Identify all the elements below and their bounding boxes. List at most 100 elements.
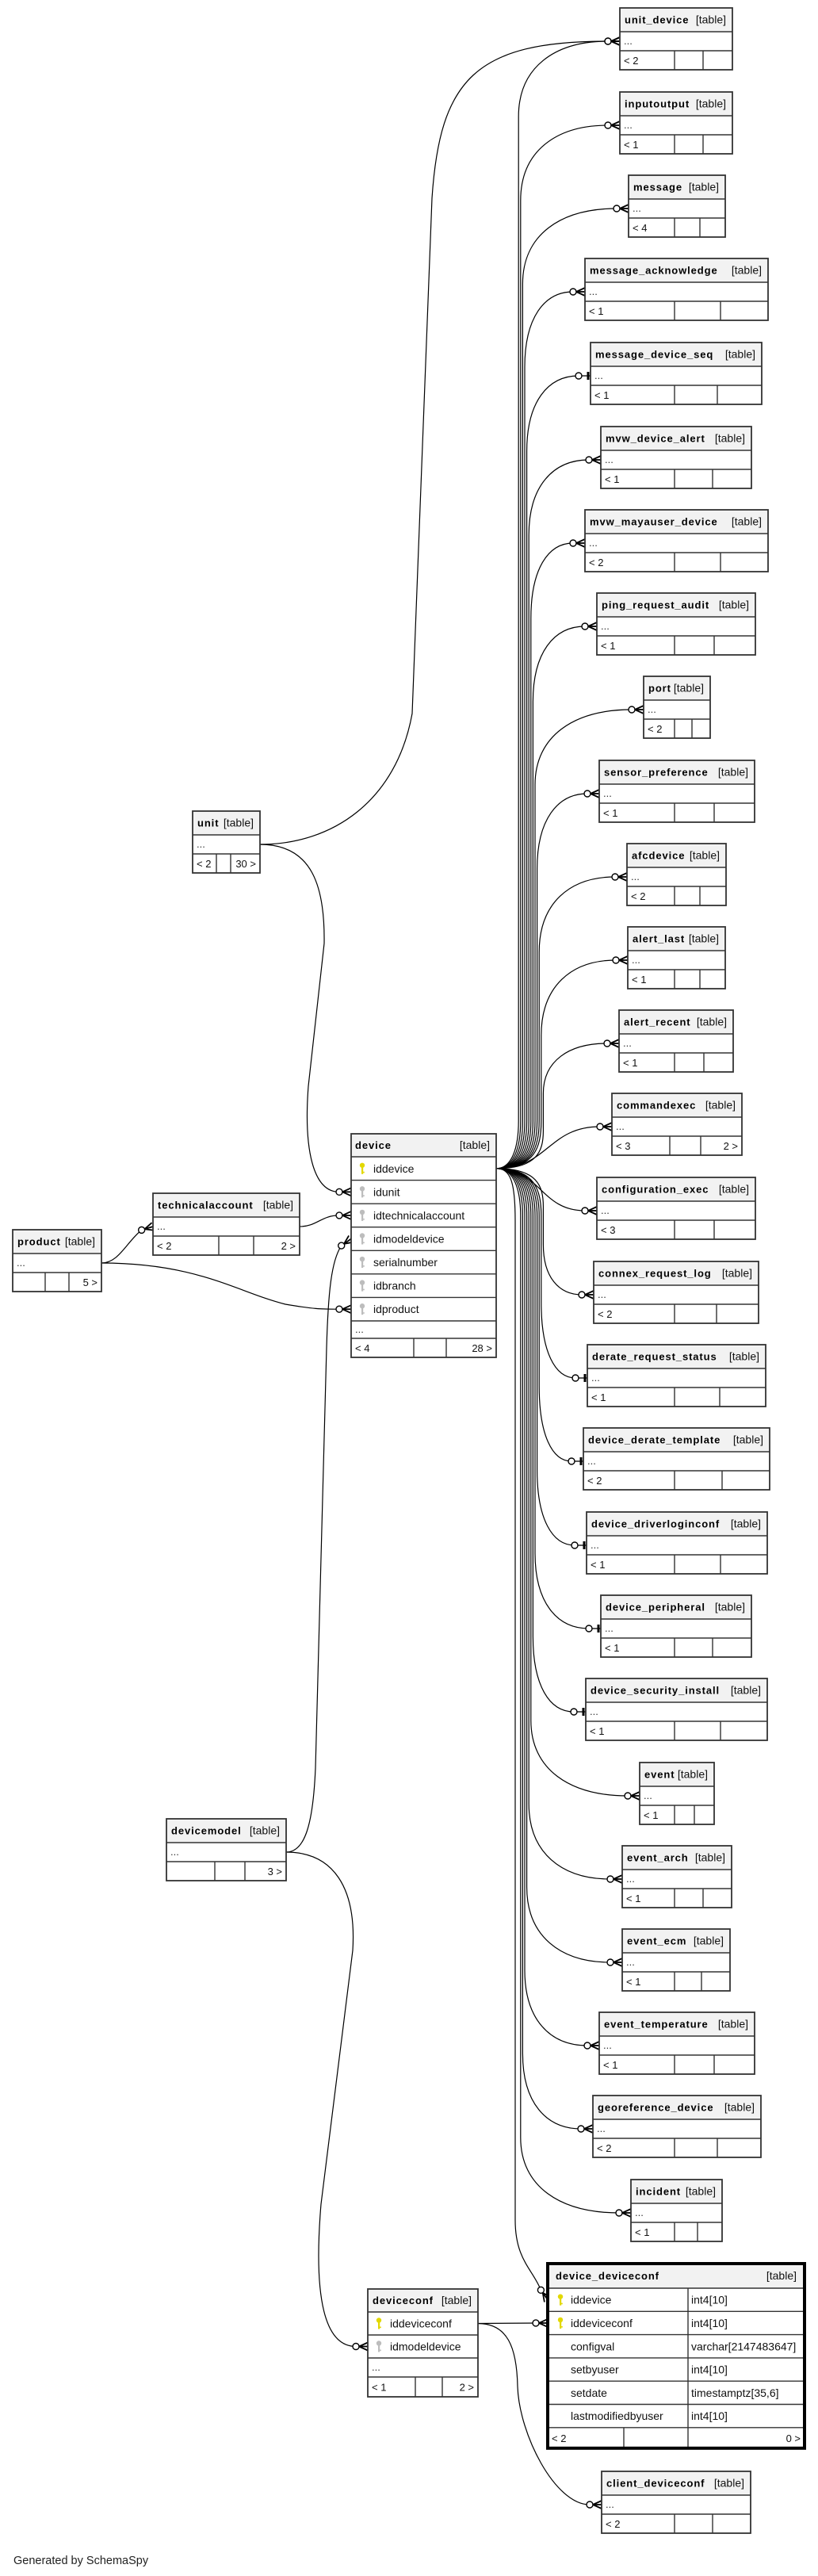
table-name[interactable]: mvw_device_alert [606, 433, 705, 445]
table-message_acknowledge[interactable]: message_acknowledge[table]...< 1 [584, 258, 769, 321]
table-configuration_exec[interactable]: configuration_exec[table]...< 3 [596, 1177, 756, 1240]
column-name[interactable]: setdate [571, 2387, 607, 2399]
table-name[interactable]: device_security_install [591, 1685, 720, 1697]
table-name[interactable]: product [17, 1236, 61, 1248]
column-name[interactable]: idmodeldevice [373, 1232, 445, 1245]
table-inputoutput[interactable]: inputoutput[table]...< 1 [619, 91, 733, 155]
table-unit_device[interactable]: unit_device[table]...< 2 [619, 7, 733, 71]
table-name[interactable]: device_deviceconf [556, 2270, 659, 2282]
column-name[interactable]: iddevice [373, 1162, 415, 1175]
table-name[interactable]: devicemodel [171, 1825, 242, 1837]
table-event_ecm[interactable]: event_ecm[table]...< 1 [621, 1928, 731, 1992]
table-alert_recent[interactable]: alert_recent[table]...< 1 [618, 1009, 734, 1073]
table-name[interactable]: derate_request_status [592, 1351, 717, 1363]
table-incident[interactable]: incident[table]...< 1 [630, 2179, 723, 2242]
column-row[interactable]: idmodeldevice [359, 1232, 445, 1245]
table-name[interactable]: message_device_seq [595, 349, 713, 361]
table-message_device_seq[interactable]: message_device_seq[table]...< 1 [590, 342, 763, 405]
column-name[interactable]: lastmodifiedbyuser [571, 2409, 663, 2422]
column-row[interactable]: idtechnicalaccount [359, 1209, 464, 1222]
column-name[interactable]: serialnumber [373, 1256, 438, 1269]
table-connex_request_log[interactable]: connex_request_log[table]...< 2 [593, 1261, 759, 1324]
column-name[interactable]: idmodeldevice [390, 2341, 461, 2353]
table-device_peripheral[interactable]: device_peripheral[table]...< 1 [600, 1594, 752, 1658]
table-device_driverloginconf[interactable]: device_driverloginconf[table]...< 1 [586, 1511, 768, 1575]
column-name[interactable]: idunit [373, 1185, 400, 1198]
table-name[interactable]: event [644, 1769, 675, 1781]
table-alert_last[interactable]: alert_last[table]...< 1 [627, 926, 726, 989]
table-name[interactable]: device [355, 1139, 392, 1151]
table-name[interactable]: georeference_device [598, 2102, 713, 2114]
table-client_deviceconf[interactable]: client_deviceconf[table]...< 2 [601, 2471, 751, 2534]
column-row[interactable]: idmodeldevice [376, 2341, 461, 2353]
table-message[interactable]: message[table]...< 4 [628, 174, 726, 238]
table-name[interactable]: device_peripheral [606, 1602, 705, 1613]
column-name[interactable]: iddeviceconf [571, 2317, 633, 2329]
table-name[interactable]: device_driverloginconf [591, 1518, 720, 1530]
table-name[interactable]: alert_recent [624, 1016, 691, 1028]
table-name[interactable]: mvw_mayauser_device [590, 516, 718, 528]
table-name[interactable]: connex_request_log [598, 1268, 712, 1280]
table-device[interactable]: device[table]iddeviceidunitidtechnicalac… [350, 1133, 497, 1358]
table-name[interactable]: port [648, 683, 671, 695]
table-name[interactable]: technicalaccount [158, 1200, 254, 1211]
column-row[interactable]: idproduct [359, 1303, 419, 1315]
table-port[interactable]: port[table]...< 2 [643, 676, 711, 739]
table-ping_request_audit[interactable]: ping_request_audit[table]...< 1 [596, 592, 756, 656]
table-georeference_device[interactable]: georeference_device[table]...< 2 [592, 2095, 762, 2158]
table-event_temperature[interactable]: event_temperature[table]...< 1 [598, 2011, 755, 2075]
table-name[interactable]: incident [636, 2186, 681, 2198]
column-name[interactable]: configval [571, 2340, 614, 2352]
table-name[interactable]: event_ecm [627, 1935, 686, 1947]
table-name[interactable]: device_derate_template [588, 1434, 721, 1446]
table-name[interactable]: configuration_exec [602, 1184, 709, 1196]
table-event[interactable]: event[table]...< 1 [639, 1762, 715, 1825]
table-name[interactable]: alert_last [633, 933, 685, 945]
table-name[interactable]: afcdevice [632, 850, 685, 862]
table-device_security_install[interactable]: device_security_install[table]...< 1 [585, 1678, 768, 1741]
table-name[interactable]: message [633, 182, 682, 193]
table-derate_request_status[interactable]: derate_request_status[table]...< 1 [587, 1344, 766, 1407]
table-sensor_preference[interactable]: sensor_preference[table]...< 1 [598, 760, 755, 823]
table-devicemodel[interactable]: devicemodel[table]...3 > [166, 1818, 287, 1881]
table-afcdevice[interactable]: afcdevice[table]...< 2 [626, 843, 727, 906]
table-name[interactable]: sensor_preference [604, 767, 709, 779]
column-name[interactable]: iddeviceconf [390, 2318, 452, 2330]
table-product[interactable]: product[table]...5 > [12, 1229, 102, 1292]
table-name[interactable]: event_arch [627, 1852, 689, 1864]
table-name[interactable]: client_deviceconf [606, 2478, 705, 2490]
table-name[interactable]: unit_device [625, 14, 689, 26]
table-name[interactable]: commandexec [617, 1100, 696, 1112]
column-row[interactable]: idunit [359, 1185, 400, 1198]
column-row[interactable]: iddevice [359, 1162, 415, 1175]
table-mvw_mayauser_device[interactable]: mvw_mayauser_device[table]...< 2 [584, 509, 769, 572]
table-deviceconf[interactable]: deviceconf[table]iddeviceconfidmodeldevi… [367, 2288, 479, 2398]
column-name[interactable]: idproduct [373, 1303, 419, 1315]
column-row[interactable]: iddeviceconf [376, 2318, 452, 2330]
table-name[interactable]: message_acknowledge [590, 265, 718, 277]
table-name[interactable]: deviceconf [373, 2295, 434, 2306]
table-name[interactable]: event_temperature [604, 2019, 709, 2031]
column-name[interactable]: setbyuser [571, 2364, 619, 2376]
column-name[interactable]: iddevice [571, 2294, 612, 2306]
table-device_derate_template[interactable]: device_derate_template[table]...< 2 [583, 1427, 770, 1491]
column-name[interactable]: idtechnicalaccount [373, 1209, 464, 1222]
column-name[interactable]: idbranch [373, 1280, 416, 1292]
table-name[interactable]: ping_request_audit [602, 599, 709, 611]
table-event_arch[interactable]: event_arch[table]...< 1 [621, 1845, 732, 1908]
table-mvw_device_alert[interactable]: mvw_device_alert[table]...< 1 [600, 426, 752, 489]
table-name[interactable]: inputoutput [625, 98, 690, 110]
column-row[interactable]: serialnumber [359, 1256, 438, 1269]
column-row[interactable]: idbranch [359, 1280, 416, 1292]
table-name[interactable]: unit [197, 817, 219, 829]
